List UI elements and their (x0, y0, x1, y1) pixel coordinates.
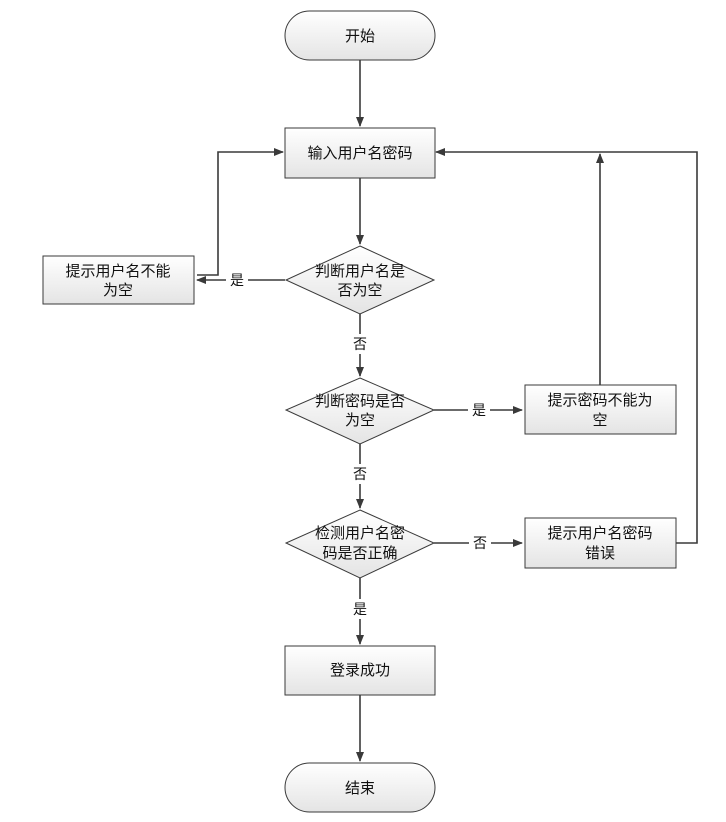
node-check-password-line2: 为空 (345, 411, 375, 429)
node-verify-line1: 检测用户名密 (315, 524, 405, 542)
edge-label-pwd-no: 否 (353, 467, 367, 483)
edge-label-verify-no: 否 (473, 536, 487, 552)
node-end: 结束 (284, 762, 436, 813)
edge-label-verify-yes: 是 (353, 602, 367, 618)
node-check-username-line1: 判断用户名是 (315, 262, 405, 280)
edge-label-user-yes: 是 (230, 273, 244, 289)
node-hint-error: 提示用户名密码 错误 (524, 517, 677, 569)
node-success-label: 登录成功 (330, 661, 390, 679)
node-hint-username-line2: 为空 (103, 281, 133, 299)
node-start-label: 开始 (345, 27, 375, 45)
node-hint-password-line1: 提示密码不能为 (547, 391, 652, 409)
node-verify: 检测用户名密 码是否正确 (284, 509, 436, 579)
node-check-username-line2: 否为空 (337, 281, 382, 299)
node-check-password: 判断密码是否 为空 (284, 377, 436, 445)
edge-hintuser-input (197, 148, 284, 276)
node-hint-password-line2: 空 (592, 411, 607, 429)
node-check-username: 判断用户名是 否为空 (284, 245, 436, 315)
node-success: 登录成功 (284, 645, 436, 696)
node-verify-line2: 码是否正确 (322, 544, 397, 562)
node-hint-password: 提示密码不能为 空 (524, 384, 677, 435)
edge-labels: 是 否 是 否 否 是 (226, 271, 491, 619)
node-check-password-line1: 判断密码是否 (315, 392, 405, 410)
edge-label-user-no: 否 (353, 337, 367, 353)
node-hint-username: 提示用户名不能 为空 (42, 255, 195, 305)
node-start: 开始 (284, 10, 436, 61)
node-input-label: 输入用户名密码 (307, 144, 412, 162)
edge-hinterr-input (435, 148, 698, 544)
edge-label-pwd-yes: 是 (472, 403, 486, 419)
node-input: 输入用户名密码 (284, 127, 436, 179)
node-end-label: 结束 (345, 779, 375, 797)
node-hint-error-line2: 错误 (585, 544, 615, 562)
node-hint-username-line1: 提示用户名不能 (65, 262, 170, 280)
node-hint-error-line1: 提示用户名密码 (547, 524, 652, 542)
